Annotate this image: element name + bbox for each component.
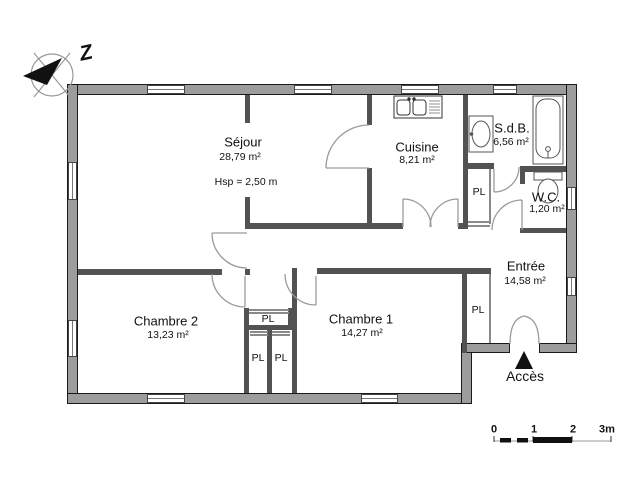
interior-wall bbox=[520, 166, 525, 184]
interior-wall bbox=[245, 223, 403, 229]
room-name-chambre2: Chambre 2 bbox=[133, 313, 199, 329]
closet-front bbox=[468, 221, 490, 223]
room-area-sdb: 6,56 m² bbox=[493, 135, 529, 148]
closet-front bbox=[249, 309, 289, 311]
closet-front bbox=[250, 331, 268, 333]
room-name-cuisine: Cuisine bbox=[395, 139, 439, 155]
compass-icon bbox=[23, 52, 74, 98]
scale-tick-0: 0 bbox=[490, 423, 498, 436]
closet-front bbox=[272, 334, 290, 336]
toilet-icon bbox=[533, 171, 563, 204]
interior-wall bbox=[520, 228, 566, 233]
scale-tick-1: 1 bbox=[530, 423, 538, 436]
interior-wall bbox=[245, 269, 250, 275]
closet-front bbox=[272, 331, 290, 333]
exterior-wall-entrance-right bbox=[539, 343, 577, 353]
interior-wall bbox=[244, 325, 293, 330]
room-name-sdb: S.d.B. bbox=[494, 120, 530, 136]
scale-tick-3: 3m bbox=[599, 423, 615, 436]
room-area-chambre2: 13,23 m² bbox=[147, 328, 189, 341]
access-label: Accès bbox=[505, 368, 545, 384]
scale-tick-2: 2 bbox=[569, 423, 577, 436]
room-area-sejour: 28,79 m² bbox=[219, 150, 261, 163]
room-area-entree: 14,58 m² bbox=[504, 274, 546, 287]
closet-front bbox=[489, 169, 491, 224]
window bbox=[68, 320, 77, 357]
room-name-sejour: Séjour bbox=[224, 134, 262, 150]
room-area-wc: 1,20 m² bbox=[529, 202, 565, 215]
room-area-chambre1: 14,27 m² bbox=[341, 326, 383, 339]
window bbox=[567, 187, 576, 210]
window bbox=[567, 277, 576, 296]
closet-label: PL bbox=[261, 312, 275, 325]
window bbox=[401, 85, 439, 94]
window bbox=[68, 162, 77, 200]
window bbox=[147, 85, 185, 94]
interior-wall bbox=[367, 168, 372, 229]
interior-wall bbox=[367, 95, 372, 125]
interior-wall bbox=[463, 95, 468, 229]
exterior-wall-entrance-left bbox=[461, 343, 510, 353]
interior-wall bbox=[288, 308, 293, 330]
interior-wall bbox=[462, 268, 467, 353]
closet-label: PL bbox=[274, 351, 288, 364]
door-swing-arcs bbox=[211, 124, 540, 345]
room-name-wc: W.C. bbox=[531, 189, 561, 205]
room-name-entree: Entrée bbox=[506, 258, 546, 274]
room-area-cuisine: 8,21 m² bbox=[399, 153, 435, 166]
window bbox=[493, 85, 517, 94]
interior-wall bbox=[267, 330, 272, 393]
closet-front bbox=[489, 274, 491, 343]
closet-label: PL bbox=[472, 185, 486, 198]
window bbox=[361, 394, 398, 403]
interior-wall bbox=[78, 269, 222, 275]
closet-front bbox=[250, 334, 268, 336]
interior-wall bbox=[245, 197, 250, 229]
interior-wall bbox=[317, 268, 491, 274]
washbasin-icon bbox=[468, 115, 494, 153]
kitchen-sink-icon bbox=[393, 95, 443, 119]
closet-front bbox=[249, 312, 289, 314]
interior-wall bbox=[245, 95, 250, 123]
interior-wall bbox=[468, 163, 494, 169]
room-name-chambre1: Chambre 1 bbox=[328, 311, 394, 327]
interior-wall bbox=[292, 268, 297, 393]
ceiling-height-note: Hsp = 2,50 m bbox=[214, 175, 278, 188]
window bbox=[147, 394, 185, 403]
scale-bar bbox=[493, 436, 612, 443]
interior-wall bbox=[520, 166, 566, 172]
closet-front bbox=[468, 225, 490, 227]
bathtub-icon bbox=[532, 95, 564, 165]
closet-label: PL bbox=[471, 303, 485, 316]
window bbox=[294, 85, 332, 94]
access-arrow-icon bbox=[515, 351, 533, 369]
closet-label: PL bbox=[251, 351, 265, 364]
interior-wall bbox=[244, 308, 249, 393]
